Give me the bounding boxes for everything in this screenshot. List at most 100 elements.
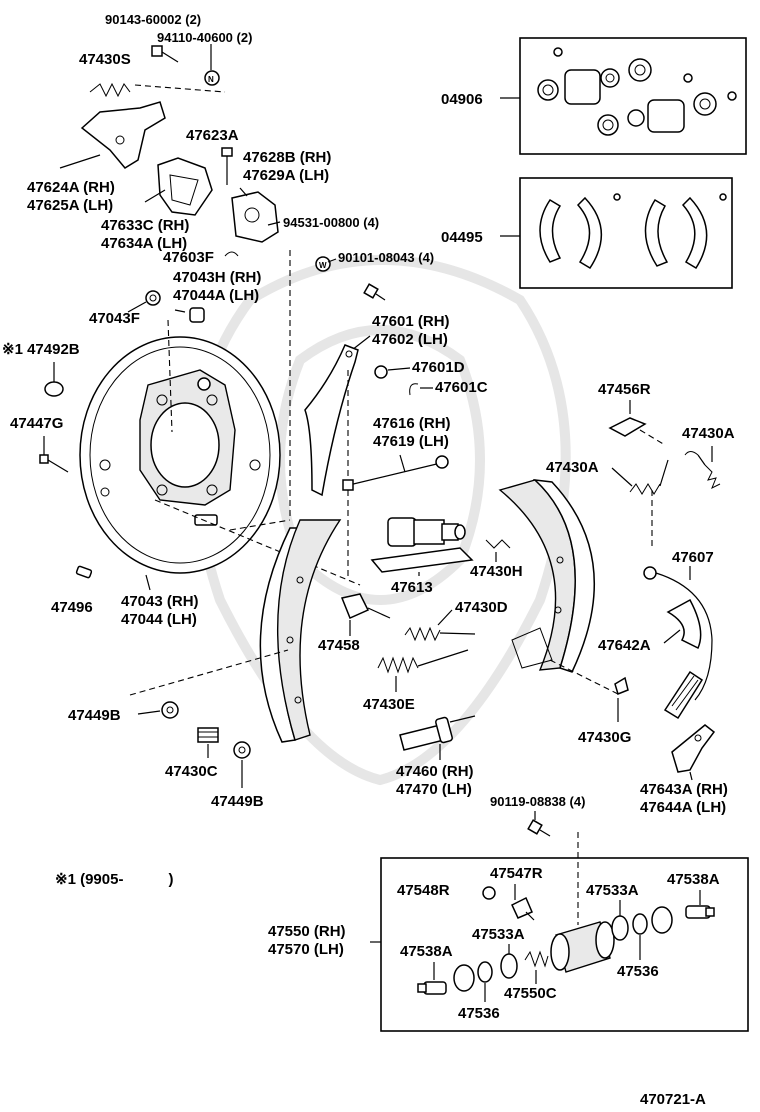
spring-47430C bbox=[197, 727, 219, 743]
label-47044: 47044 (LH) bbox=[121, 611, 197, 628]
label-90143: 90143-60002 (2) bbox=[105, 12, 201, 27]
wheel-cylinder-kit-parts bbox=[537, 47, 737, 136]
label-47496: 47496 bbox=[51, 599, 93, 616]
bolt-90143 bbox=[151, 45, 179, 63]
label-47633C: 47633C (RH) bbox=[101, 217, 189, 234]
wheel-cylinder-box bbox=[380, 857, 749, 1032]
boot-47533A-1 bbox=[611, 915, 629, 941]
piston-47536-right bbox=[632, 906, 673, 935]
label-47634A: 47634A (LH) bbox=[101, 235, 187, 252]
label-47601C: 47601C bbox=[435, 379, 488, 396]
label-47619: 47619 (LH) bbox=[373, 433, 449, 450]
strut-47616 bbox=[342, 454, 449, 491]
label-47536-right: 47536 bbox=[617, 963, 659, 980]
spring-47550C bbox=[524, 950, 549, 968]
bolt-90101 bbox=[363, 283, 386, 301]
lever-47643A bbox=[671, 724, 716, 773]
boot-47533A-2 bbox=[500, 953, 518, 979]
nut-94110 bbox=[204, 70, 220, 86]
bracket-47628B bbox=[231, 191, 279, 243]
lever-47624A bbox=[80, 101, 166, 169]
spring-47430A-2 bbox=[629, 459, 669, 495]
diagram-id: 470721-A bbox=[640, 1091, 706, 1108]
cap-47548R bbox=[482, 886, 496, 900]
adjuster-spring-47642 bbox=[663, 670, 704, 720]
label-47601: 47601 (RH) bbox=[372, 313, 450, 330]
brake-shoe-kit-parts bbox=[539, 193, 727, 270]
label-47642A: 47642A bbox=[598, 637, 651, 654]
label-47430C: 47430C bbox=[165, 763, 218, 780]
label-47601D: 47601D bbox=[412, 359, 465, 376]
pin-47623A bbox=[221, 147, 233, 185]
label-47470: 47470 (LH) bbox=[396, 781, 472, 798]
label-90101: 90101-08043 (4) bbox=[338, 250, 434, 265]
washer-90101 bbox=[315, 256, 331, 272]
label-47043H: 47043H (RH) bbox=[173, 269, 261, 286]
label-90119: 90119-08838 (4) bbox=[490, 794, 585, 809]
label-47430E: 47430E bbox=[363, 696, 415, 713]
footnote: ※1 (9905- ) bbox=[55, 871, 173, 888]
label-47533A-1: 47533A bbox=[586, 882, 639, 899]
cable-47607 bbox=[643, 566, 713, 701]
label-47628B: 47628B (RH) bbox=[243, 149, 331, 166]
label-47644A: 47644A (LH) bbox=[640, 799, 726, 816]
bracket-47458 bbox=[340, 593, 391, 620]
label-47043F: 47043F bbox=[89, 310, 140, 327]
label-47044Ab: 47044A (LH) bbox=[173, 287, 259, 304]
plug-47496 bbox=[75, 565, 93, 579]
label-47547R: 47547R bbox=[490, 865, 543, 882]
label-47629A: 47629A (LH) bbox=[243, 167, 329, 184]
label-47492B: ※1 47492B bbox=[2, 341, 80, 358]
label-47430D: 47430D bbox=[455, 599, 508, 616]
label-04495: 04495 bbox=[441, 229, 483, 246]
svg-text:W: W bbox=[319, 261, 327, 270]
label-47449B-1: 47449B bbox=[68, 707, 121, 724]
piston-47536-left bbox=[453, 961, 493, 992]
spring-47430A-1 bbox=[684, 451, 721, 490]
spring-47430G bbox=[614, 676, 629, 696]
label-47458: 47458 bbox=[318, 637, 360, 654]
label-47430H: 47430H bbox=[470, 563, 523, 580]
plate-47633C bbox=[157, 157, 213, 216]
label-47449B-2: 47449B bbox=[211, 793, 264, 810]
label-47430A-1: 47430A bbox=[682, 425, 735, 442]
label-04906: 04906 bbox=[441, 91, 483, 108]
label-47430A-2: 47430A bbox=[546, 459, 599, 476]
label-47430S: 47430S bbox=[79, 51, 131, 68]
label-47643A: 47643A (RH) bbox=[640, 781, 728, 798]
label-47538A-2: 47538A bbox=[400, 943, 453, 960]
label-47613: 47613 bbox=[391, 579, 433, 596]
lever-47601 bbox=[304, 344, 359, 497]
spring-47430S bbox=[89, 82, 131, 98]
nut-47043F bbox=[145, 290, 161, 306]
label-47625A: 47625A (LH) bbox=[27, 197, 113, 214]
label-47550: 47550 (RH) bbox=[268, 923, 346, 940]
plug-47492B bbox=[44, 381, 64, 397]
wheel-cylinder-kit-box bbox=[519, 37, 747, 155]
label-94531: 94531-00800 (4) bbox=[283, 215, 379, 230]
brake-shoe-right bbox=[498, 478, 595, 673]
label-47533A-2: 47533A bbox=[472, 926, 525, 943]
spring-47430H bbox=[485, 539, 511, 549]
nut-n-mark: N bbox=[208, 75, 214, 84]
plate-47456R bbox=[608, 417, 647, 437]
label-47460: 47460 (RH) bbox=[396, 763, 474, 780]
label-47536-left: 47536 bbox=[458, 1005, 500, 1022]
bleeder-47547R bbox=[511, 896, 535, 921]
lever-47642A bbox=[666, 598, 702, 650]
label-47456R: 47456R bbox=[598, 381, 651, 398]
label-47538A-1: 47538A bbox=[667, 871, 720, 888]
label-47447G: 47447G bbox=[10, 415, 63, 432]
spring-47430D bbox=[404, 626, 476, 642]
label-94110: 94110-40600 (2) bbox=[157, 30, 252, 45]
adjuster-47613 bbox=[370, 517, 474, 573]
label-47430G: 47430G bbox=[578, 729, 631, 746]
bolt-90119 bbox=[527, 819, 551, 837]
label-47043: 47043 (RH) bbox=[121, 593, 199, 610]
brake-shoe-left bbox=[259, 519, 342, 743]
pin-47460 bbox=[399, 715, 476, 751]
label-47623A: 47623A bbox=[186, 127, 239, 144]
spring-47430E bbox=[377, 649, 469, 674]
bolt-47447G bbox=[39, 454, 69, 473]
